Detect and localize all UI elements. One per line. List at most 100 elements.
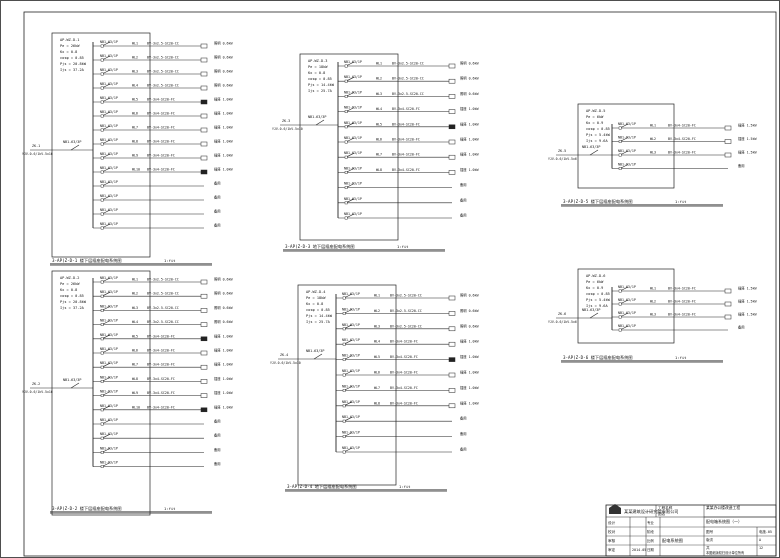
incoming-cable: YJV-0.6/1kV-5x10 <box>270 361 301 365</box>
circuit-phase: WL8 <box>132 140 138 144</box>
incoming-label: ZK-4 <box>280 353 288 357</box>
main-breaker-label: NB1-63/3P <box>582 308 600 312</box>
panel-param: AP-WZ-D-6 <box>586 274 605 278</box>
panel-title: 3-AP(Z-D-2 楼下层插座配电系统图 <box>52 505 122 512</box>
load-symbol <box>448 78 456 84</box>
breaker-label: NB1-63/1P <box>342 323 360 327</box>
load-label: 插座 1.0kW <box>460 152 479 157</box>
load-label: 照明 0.6kW <box>214 278 233 282</box>
load-label: 插座 1.5kW <box>738 136 757 141</box>
circuit-phase: WL2 <box>132 292 138 296</box>
panel-param: Pe = 18kW <box>306 296 326 300</box>
breaker-contact <box>344 94 348 98</box>
panel-title: 3-AP(Z-D-3 地下层插座配电系统图 <box>285 243 355 250</box>
circuit-cable: BV-3x4-SC20-FC <box>147 168 175 172</box>
breaker-label: NB1-63/1P <box>618 149 636 153</box>
breaker-contact <box>100 422 104 426</box>
breaker-label: NB1-63/1P <box>100 390 118 394</box>
panel-param: AP-WZ-D-2 <box>60 276 79 280</box>
circuit-phase: WL1 <box>376 62 382 66</box>
breaker-contact <box>100 323 104 326</box>
breaker-label: NB1-63/1P <box>100 361 118 365</box>
breaker-label: NB1-63/1P <box>344 166 362 170</box>
load-label: 照明 0.6kW <box>214 42 233 46</box>
circuit-phase: WL3 <box>650 313 656 317</box>
spare-circuit-label: 备用 <box>460 447 467 452</box>
panel-param: AP-WZ-D-1 <box>60 38 79 42</box>
footer-note: 本图纸版权归设计单位所有 <box>706 550 744 555</box>
load-symbol <box>200 293 208 299</box>
breaker-contact <box>100 226 104 230</box>
breaker-contact <box>344 125 348 129</box>
circuit-phase: WL2 <box>132 56 138 60</box>
circuit-cable: BV-3x4-SC20-FC <box>390 371 418 375</box>
breaker-label: NB1-63/1P <box>342 354 360 358</box>
breaker-contact <box>100 394 104 397</box>
breaker-label: NB1-63/1P <box>100 152 118 156</box>
load-symbol <box>448 170 456 175</box>
breaker-label: NB1-63/1P <box>100 68 118 72</box>
breaker-label: NB1-63/1P <box>100 304 118 308</box>
circuit-phase: WL10 <box>132 168 140 172</box>
spare-circuit-label: 备用 <box>214 181 221 186</box>
panel-title: 3-AP(Z-D-6 楼下层插座配电系统图 <box>563 354 633 361</box>
panel-param: Kx = 0.9 <box>586 121 603 125</box>
spare-circuit-label: 备用 <box>738 163 745 168</box>
circuit-cable: BV-3x2.5-SC20-CC <box>147 292 179 296</box>
load-label: 照明 0.6kW <box>214 84 233 88</box>
breaker-contact <box>100 170 104 174</box>
breaker-label: NB1-63/1P <box>100 138 118 142</box>
sheet-name: 配电系统图 <box>662 537 683 544</box>
load-label: 照明 0.6kW <box>214 292 233 296</box>
breaker-contact <box>344 64 348 68</box>
circuit-cable: BV-3x4-SC20-FC <box>147 391 175 395</box>
load-symbol <box>724 314 732 320</box>
panel-param: Pe = 6kW <box>586 280 604 284</box>
circuit-phase: WL7 <box>376 153 382 157</box>
breaker-contact <box>342 419 346 423</box>
breaker-contact <box>618 302 622 306</box>
circuit-phase: WL6 <box>132 349 138 353</box>
main-breaker-label: NB1-63/3P <box>306 349 324 353</box>
breaker-contact <box>344 170 348 174</box>
panel-param: Pjs = 14.4kW <box>308 83 335 87</box>
incoming-cable: YJV-0.6/1kV-5x16 <box>22 390 53 394</box>
panel-param: Pjs = 5.4kW <box>586 133 611 137</box>
breaker-label: NB1-63/1P <box>100 208 118 212</box>
breaker-label: NB1-63/1P <box>344 136 362 140</box>
breaker-contact <box>100 128 104 132</box>
load-label: 照明 0.6kW <box>460 294 479 298</box>
breaker-label: NB1-63/1P <box>618 122 636 126</box>
load-symbol <box>448 139 456 145</box>
circuit-cable: BV-3x4-SC20-FC <box>390 340 418 344</box>
circuit-phase: WL3 <box>376 92 382 96</box>
load-label: 插座 1.5kW <box>738 312 757 317</box>
load-label: 照明 0.6kW <box>460 77 479 81</box>
breaker-contact <box>100 465 104 468</box>
circuit-phase: WL3 <box>374 324 380 328</box>
panel-param: Pjs = 14.4kW <box>306 314 333 318</box>
main-breaker-label: NB1-63/3P <box>63 140 81 144</box>
breaker-contact <box>100 436 104 440</box>
load-label: 插座 1.0kW <box>460 339 479 344</box>
breaker-label: NB1-63/1P <box>344 90 362 94</box>
load-label: 插座 1.0kW <box>460 354 479 359</box>
load-label: 插座 1.0kW <box>214 111 233 116</box>
